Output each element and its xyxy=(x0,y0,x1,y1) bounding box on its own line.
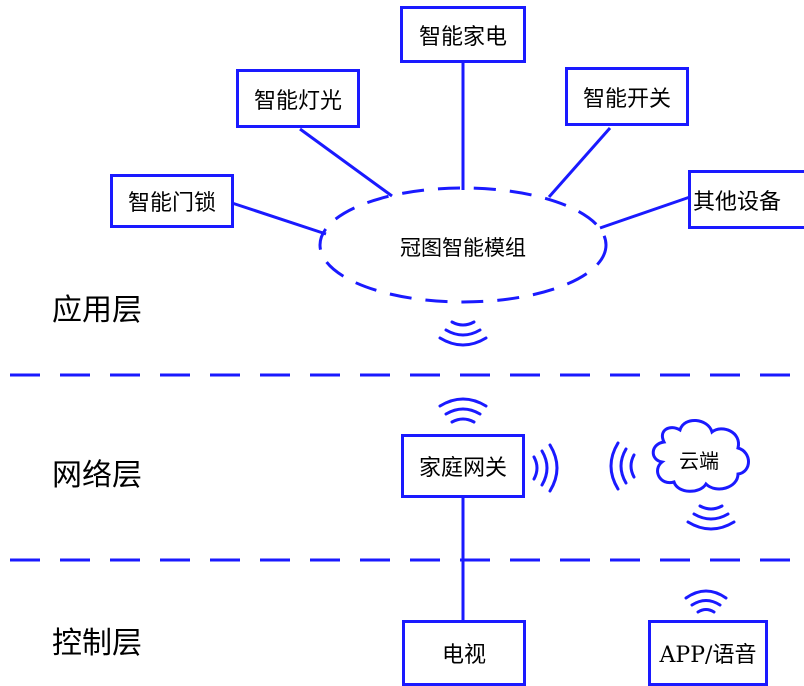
module-label: 冠图智能模组 xyxy=(400,236,526,260)
wifi-signal-icon xyxy=(438,320,488,347)
device-other: 其他设备 xyxy=(688,170,804,229)
cloud-icon xyxy=(651,419,750,493)
connector-lighting xyxy=(299,127,393,198)
layer-label-network: 网络层 xyxy=(52,458,142,493)
control-tv: 电视 xyxy=(402,620,526,686)
device-lighting: 智能灯光 xyxy=(236,69,360,128)
connector-other xyxy=(599,195,691,230)
gateway-box: 家庭网关 xyxy=(401,434,525,498)
wifi-signal-icon xyxy=(609,441,636,491)
control-app-voice: APP/语音 xyxy=(648,620,768,686)
connector-door-lock xyxy=(231,201,327,236)
layer-label-application: 应用层 xyxy=(52,293,142,328)
wifi-signal-icon xyxy=(532,443,559,493)
device-appliance: 智能家电 xyxy=(400,6,526,63)
wifi-signal-icon xyxy=(438,397,488,424)
device-door-lock: 智能门锁 xyxy=(110,174,234,228)
layer-label-control: 控制层 xyxy=(52,626,142,661)
cloud-label: 云端 xyxy=(679,449,719,473)
module-ellipse xyxy=(318,186,608,304)
device-switch: 智能开关 xyxy=(565,67,689,126)
wifi-signal-icon xyxy=(686,504,736,531)
wifi-signal-icon xyxy=(684,589,728,614)
connector-switch xyxy=(547,127,612,198)
